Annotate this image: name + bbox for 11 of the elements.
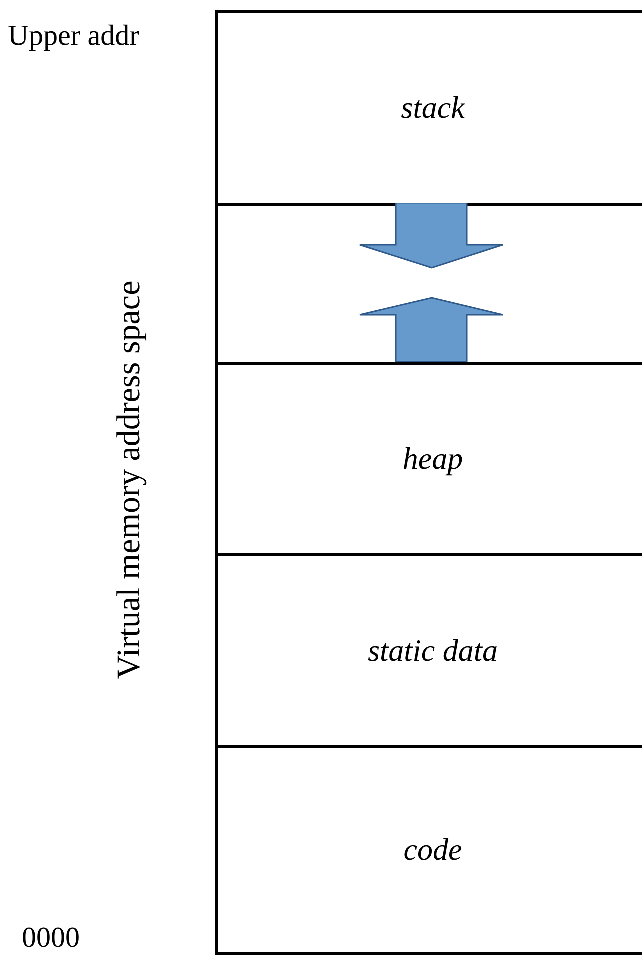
axis-title: Virtual memory address space bbox=[112, 280, 148, 680]
empty-region bbox=[215, 203, 642, 362]
axis-label: 0000 bbox=[22, 922, 80, 955]
memory-segment bbox=[215, 362, 642, 553]
segment-label: code bbox=[402, 832, 464, 868]
segment-label: static data bbox=[366, 632, 500, 668]
segment-label: heap bbox=[402, 441, 464, 477]
memory-segment bbox=[215, 553, 642, 745]
memory-segment bbox=[215, 745, 642, 955]
axis-label: Upper addr bbox=[8, 20, 140, 53]
segment-label: stack bbox=[400, 90, 466, 126]
